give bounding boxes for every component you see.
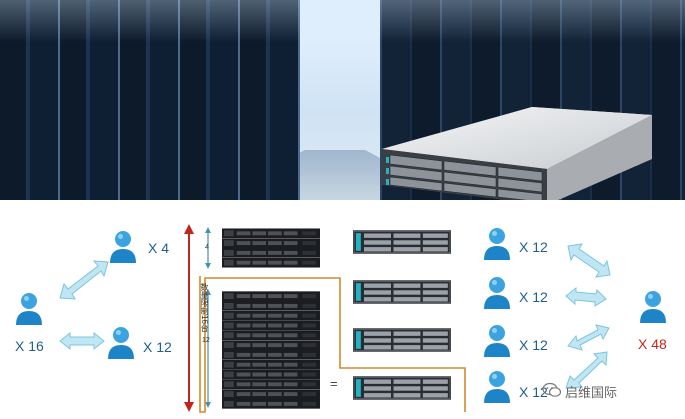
upper-rack-count: 4 <box>205 244 209 251</box>
lower-rack-count: 12 <box>202 337 210 344</box>
watermark-text: 启维国际 <box>565 385 618 400</box>
multiplier-total: X 48 <box>638 336 667 352</box>
multiplier-r2: X 12 <box>519 289 548 305</box>
multiplier-right: X 12 <box>143 339 172 355</box>
left-rack-row <box>0 0 300 200</box>
multiplier-r4: X 12 <box>519 384 548 400</box>
multiplier-r3: X 12 <box>519 337 548 353</box>
multiplier-r1: X 12 <box>519 239 548 255</box>
multiplier-left: X 16 <box>15 338 44 354</box>
capacity-label: 数量限制16台 <box>200 283 209 332</box>
wechat-icon <box>542 382 562 397</box>
equals-sign: = <box>330 376 338 391</box>
datacenter-photo <box>0 0 685 200</box>
ceiling-glow <box>0 0 685 42</box>
multiplier-top: X 4 <box>148 240 170 256</box>
server-chassis-image <box>382 107 652 200</box>
